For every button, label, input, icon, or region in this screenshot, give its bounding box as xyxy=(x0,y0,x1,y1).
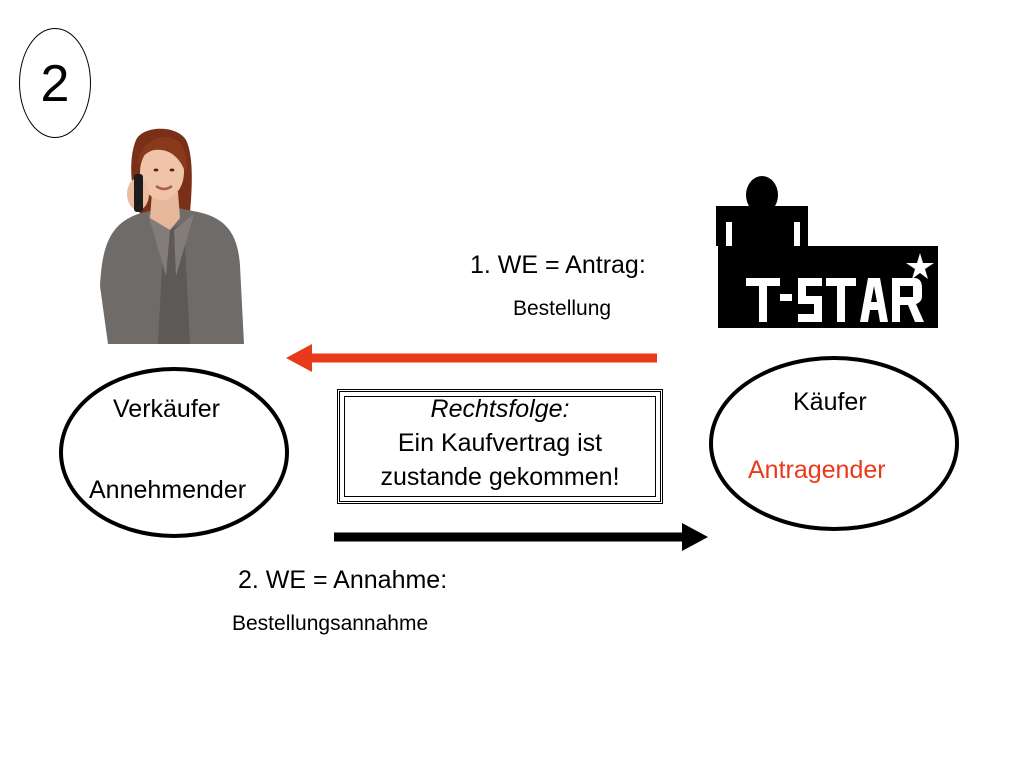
slide-number: 2 xyxy=(40,55,70,113)
buyer-role: Antragender xyxy=(748,456,886,484)
seller-photo xyxy=(100,128,244,344)
result-line-2: zustande gekommen! xyxy=(380,463,620,491)
result-heading: Rechtsfolge: xyxy=(430,395,570,423)
acceptance-title: 2. WE = Annahme: xyxy=(238,566,448,594)
seller-ellipse xyxy=(59,367,289,538)
offer-arrow xyxy=(286,344,657,372)
acceptance-arrow xyxy=(334,523,708,551)
seller-name: Verkäufer xyxy=(113,395,221,423)
seller-role: Annehmender xyxy=(89,476,247,504)
offer-title: 1. WE = Antrag: xyxy=(470,251,646,279)
buyer-ellipse xyxy=(709,356,959,531)
offer-subtitle: Bestellung xyxy=(513,297,612,320)
t-star-logo xyxy=(716,176,938,328)
acceptance-subtitle: Bestellungsannahme xyxy=(232,612,429,635)
result-line-1: Ein Kaufvertrag ist xyxy=(397,429,603,457)
buyer-name: Käufer xyxy=(793,388,867,416)
slide-number-ellipse xyxy=(19,28,91,138)
result-box xyxy=(337,389,663,504)
